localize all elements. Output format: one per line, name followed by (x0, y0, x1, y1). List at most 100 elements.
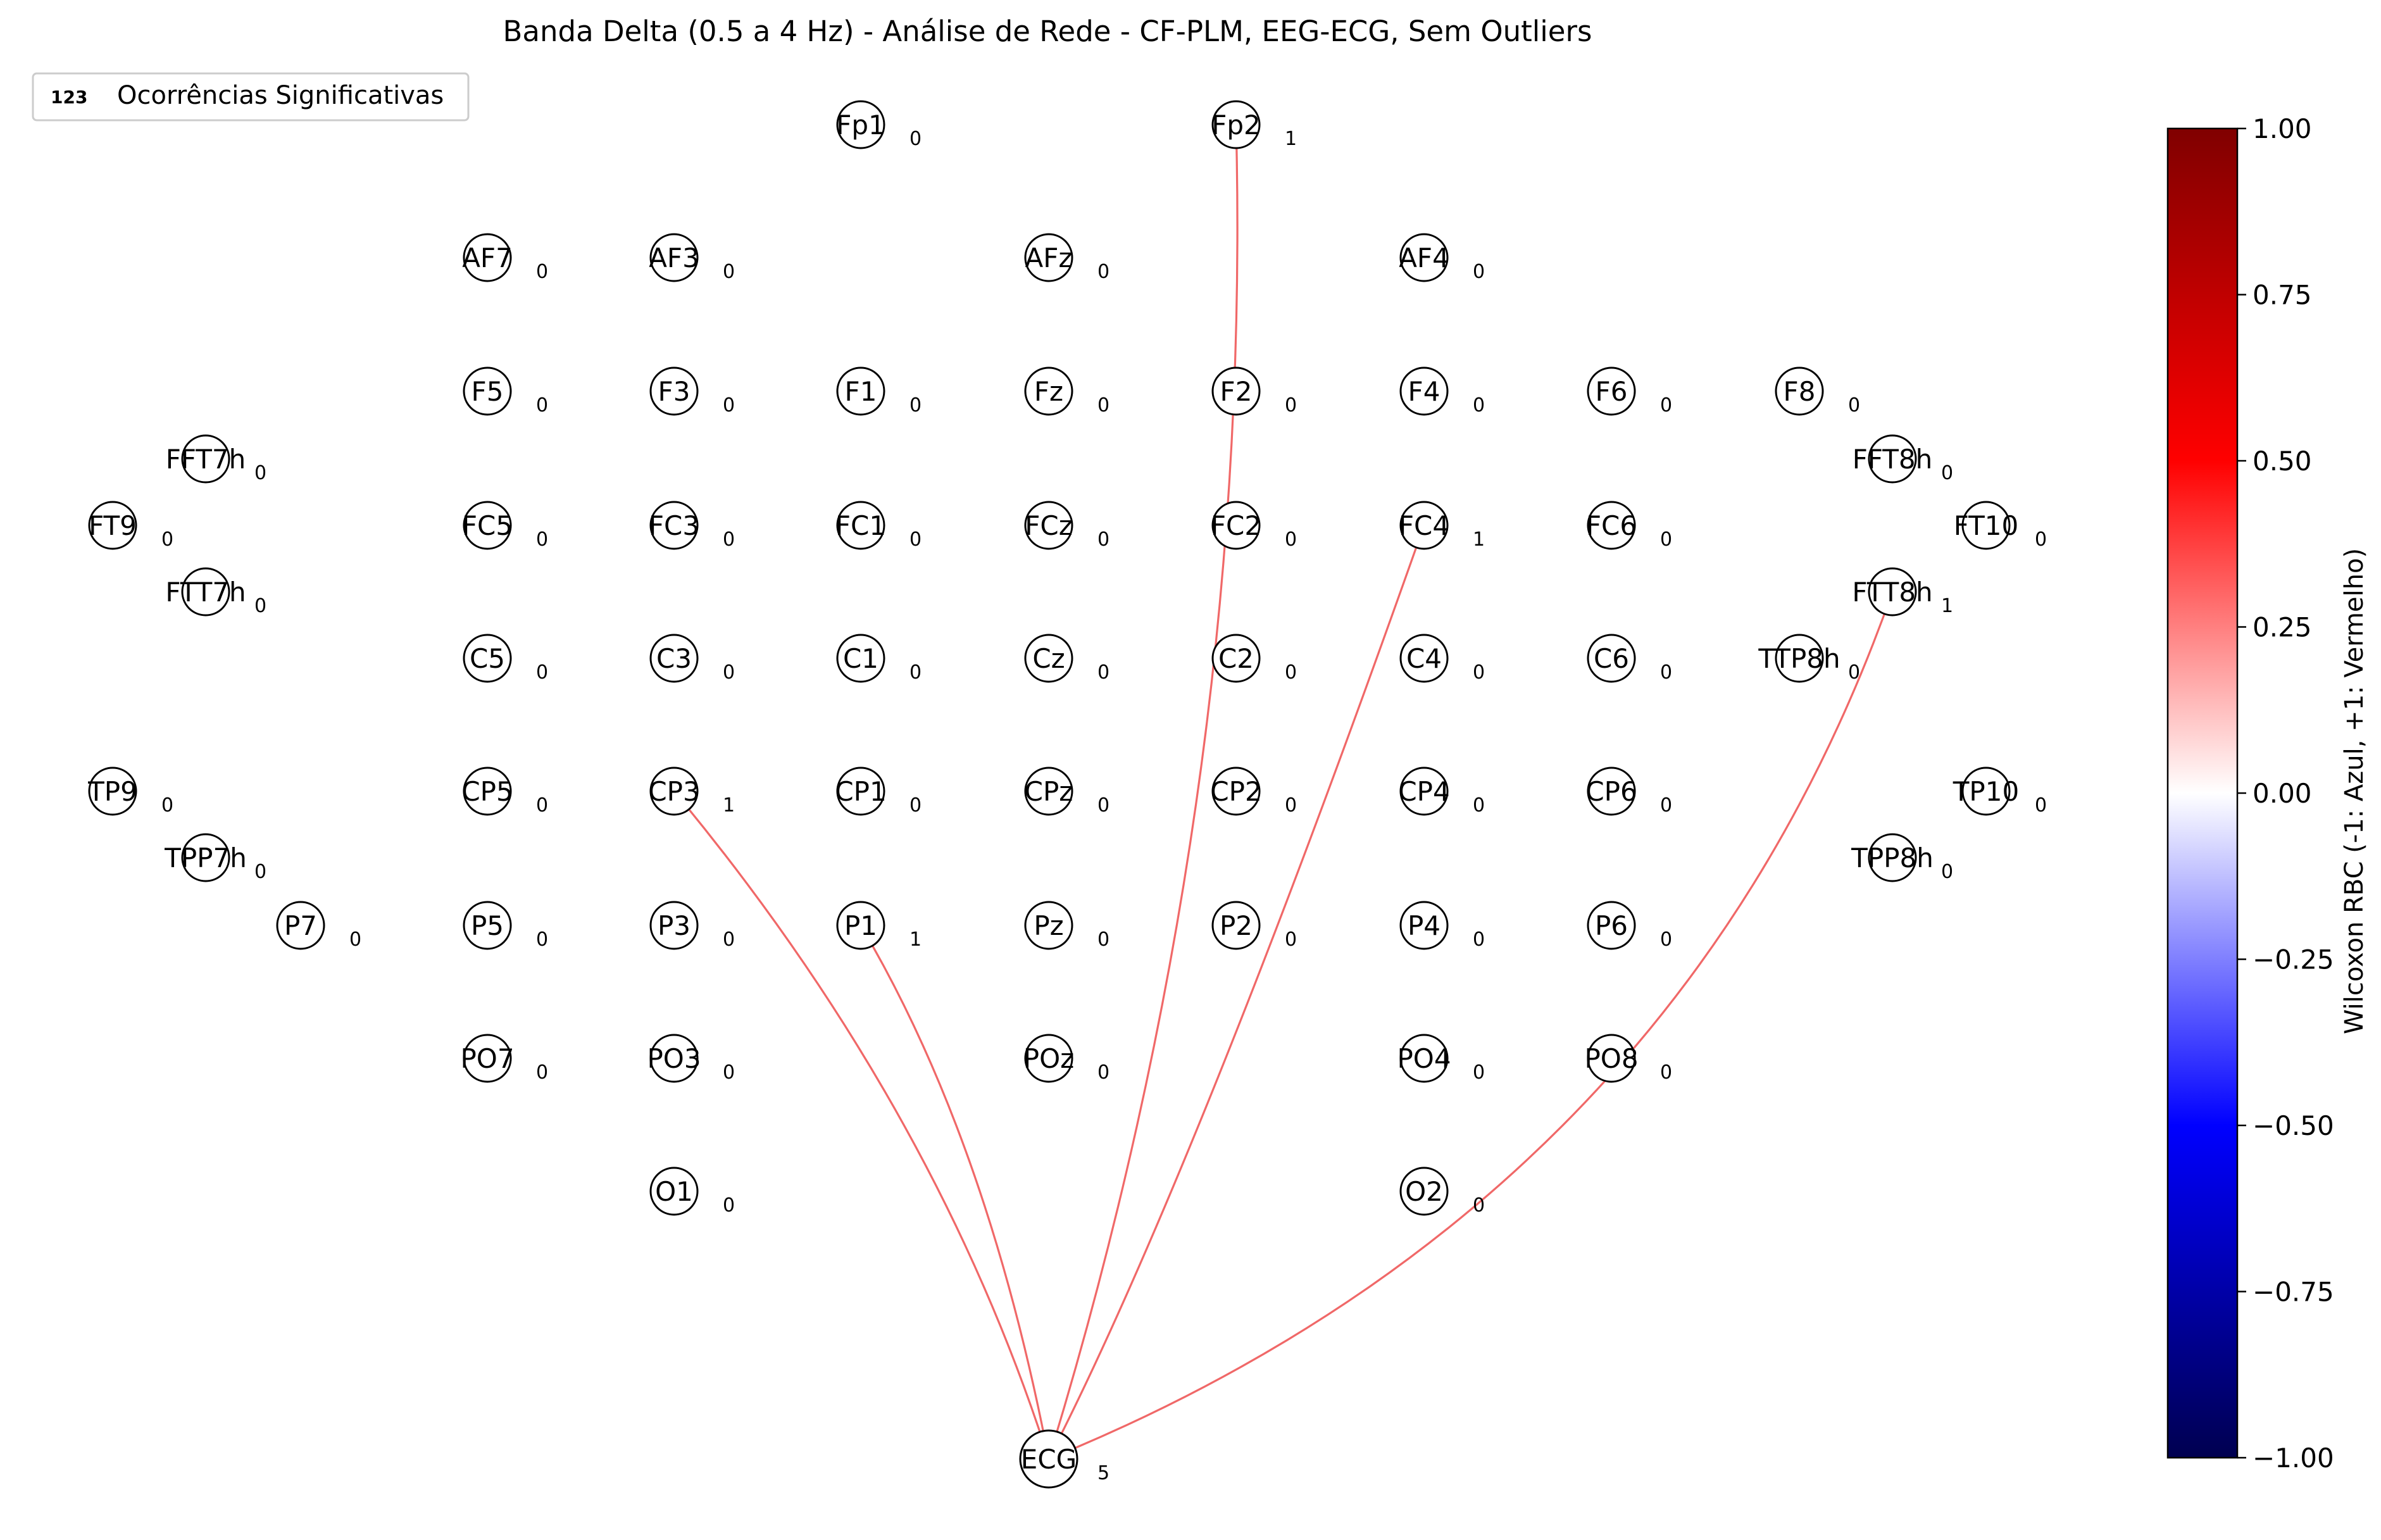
node-circle (1587, 767, 1636, 816)
colorbar-tick-label: 0.50 (2253, 446, 2312, 477)
node-count: 0 (349, 929, 361, 951)
node-label: O1 (655, 1176, 693, 1207)
node-label: TPP7h (164, 842, 247, 873)
node-circle (836, 901, 885, 950)
node-count: 0 (723, 394, 735, 416)
node-circle (1024, 501, 1073, 550)
node-label: F8 (1784, 376, 1816, 407)
node-count: 0 (909, 394, 922, 416)
node-count: 0 (536, 929, 548, 951)
node-label: P7 (284, 910, 317, 941)
colorbar-label: Wilcoxon RBC (-1: Azul, +1: Vermelho) (2340, 548, 2369, 1034)
node-circle (463, 1034, 512, 1083)
legend: 123 Ocorrências Significativas (32, 72, 470, 122)
node-count: 0 (723, 1194, 735, 1217)
legend-box (32, 72, 470, 122)
node-label: FC3 (649, 510, 699, 541)
node-count: 5 (1097, 1462, 1109, 1484)
node-circle (1587, 634, 1636, 683)
node-label: PO3 (647, 1043, 701, 1074)
node-circle (1024, 901, 1073, 950)
node-circle (1868, 434, 1917, 484)
colorbar-ticks: 1.000.750.500.250.00−0.25−0.50−0.75−1.00 (2237, 113, 2334, 1474)
node-circle (1399, 901, 1449, 950)
node-circle (1211, 366, 1261, 416)
edge-ecg-fp2 (1047, 124, 1239, 1460)
node-label: F4 (1408, 376, 1440, 407)
node-circle (1868, 833, 1917, 882)
edge-ecg-cp3 (673, 790, 1050, 1460)
node-circle (1024, 233, 1073, 282)
colorbar-gradient (2166, 127, 2239, 1459)
node-label: O2 (1405, 1176, 1443, 1207)
node-circle (836, 501, 885, 550)
node-count: 0 (161, 529, 173, 551)
node-label: F1 (845, 376, 877, 407)
colorbar-tick-label: −0.25 (2253, 944, 2334, 975)
node-label: Fp2 (1211, 110, 1261, 141)
node-p7: P7 0 (276, 901, 361, 951)
node-count: 0 (723, 261, 735, 283)
node-count: 0 (909, 128, 922, 150)
node-count: 0 (536, 261, 548, 283)
node-circle (1587, 501, 1636, 550)
colorbar-tick-label: 0.25 (2253, 612, 2312, 643)
node-circle (649, 1034, 699, 1083)
node-label: FTT7h (165, 577, 246, 608)
node-circle (1019, 1429, 1078, 1489)
node-label: P6 (1595, 910, 1628, 941)
node-count: 0 (1097, 261, 1109, 283)
node-circle (463, 901, 512, 950)
node-label: ECG (1021, 1444, 1077, 1475)
node-circle (1211, 100, 1261, 149)
node-count: 0 (723, 1061, 735, 1084)
node-label: F3 (658, 376, 691, 407)
colorbar-tick-label: −0.75 (2253, 1277, 2334, 1308)
node-label: P1 (844, 910, 877, 941)
node-circle (649, 366, 699, 416)
node-circle (463, 366, 512, 416)
edge-ecg-ftt8h (1048, 591, 1894, 1460)
node-count: 0 (1473, 794, 1485, 817)
node-label: FFT7h (166, 444, 246, 475)
node-label: CP4 (1398, 776, 1449, 807)
node-count: 0 (1473, 929, 1485, 951)
node-count: 0 (536, 394, 548, 416)
node-circle (1399, 1167, 1449, 1216)
node-circle (1587, 901, 1636, 950)
colorbar: 1.000.750.500.250.00−0.25−0.50−0.75−1.00… (2166, 113, 2369, 1474)
node-label: P2 (1220, 910, 1253, 941)
node-label: FT10 (1954, 510, 2019, 541)
node-circle (463, 634, 512, 683)
node-count: 0 (1097, 1061, 1109, 1084)
node-o1: O1 0 (649, 1167, 735, 1217)
node-count: 0 (536, 661, 548, 684)
node-count: 0 (723, 661, 735, 684)
node-count: 0 (1848, 661, 1860, 684)
node-label: PO4 (1397, 1043, 1451, 1074)
node-label: CP5 (461, 776, 513, 807)
